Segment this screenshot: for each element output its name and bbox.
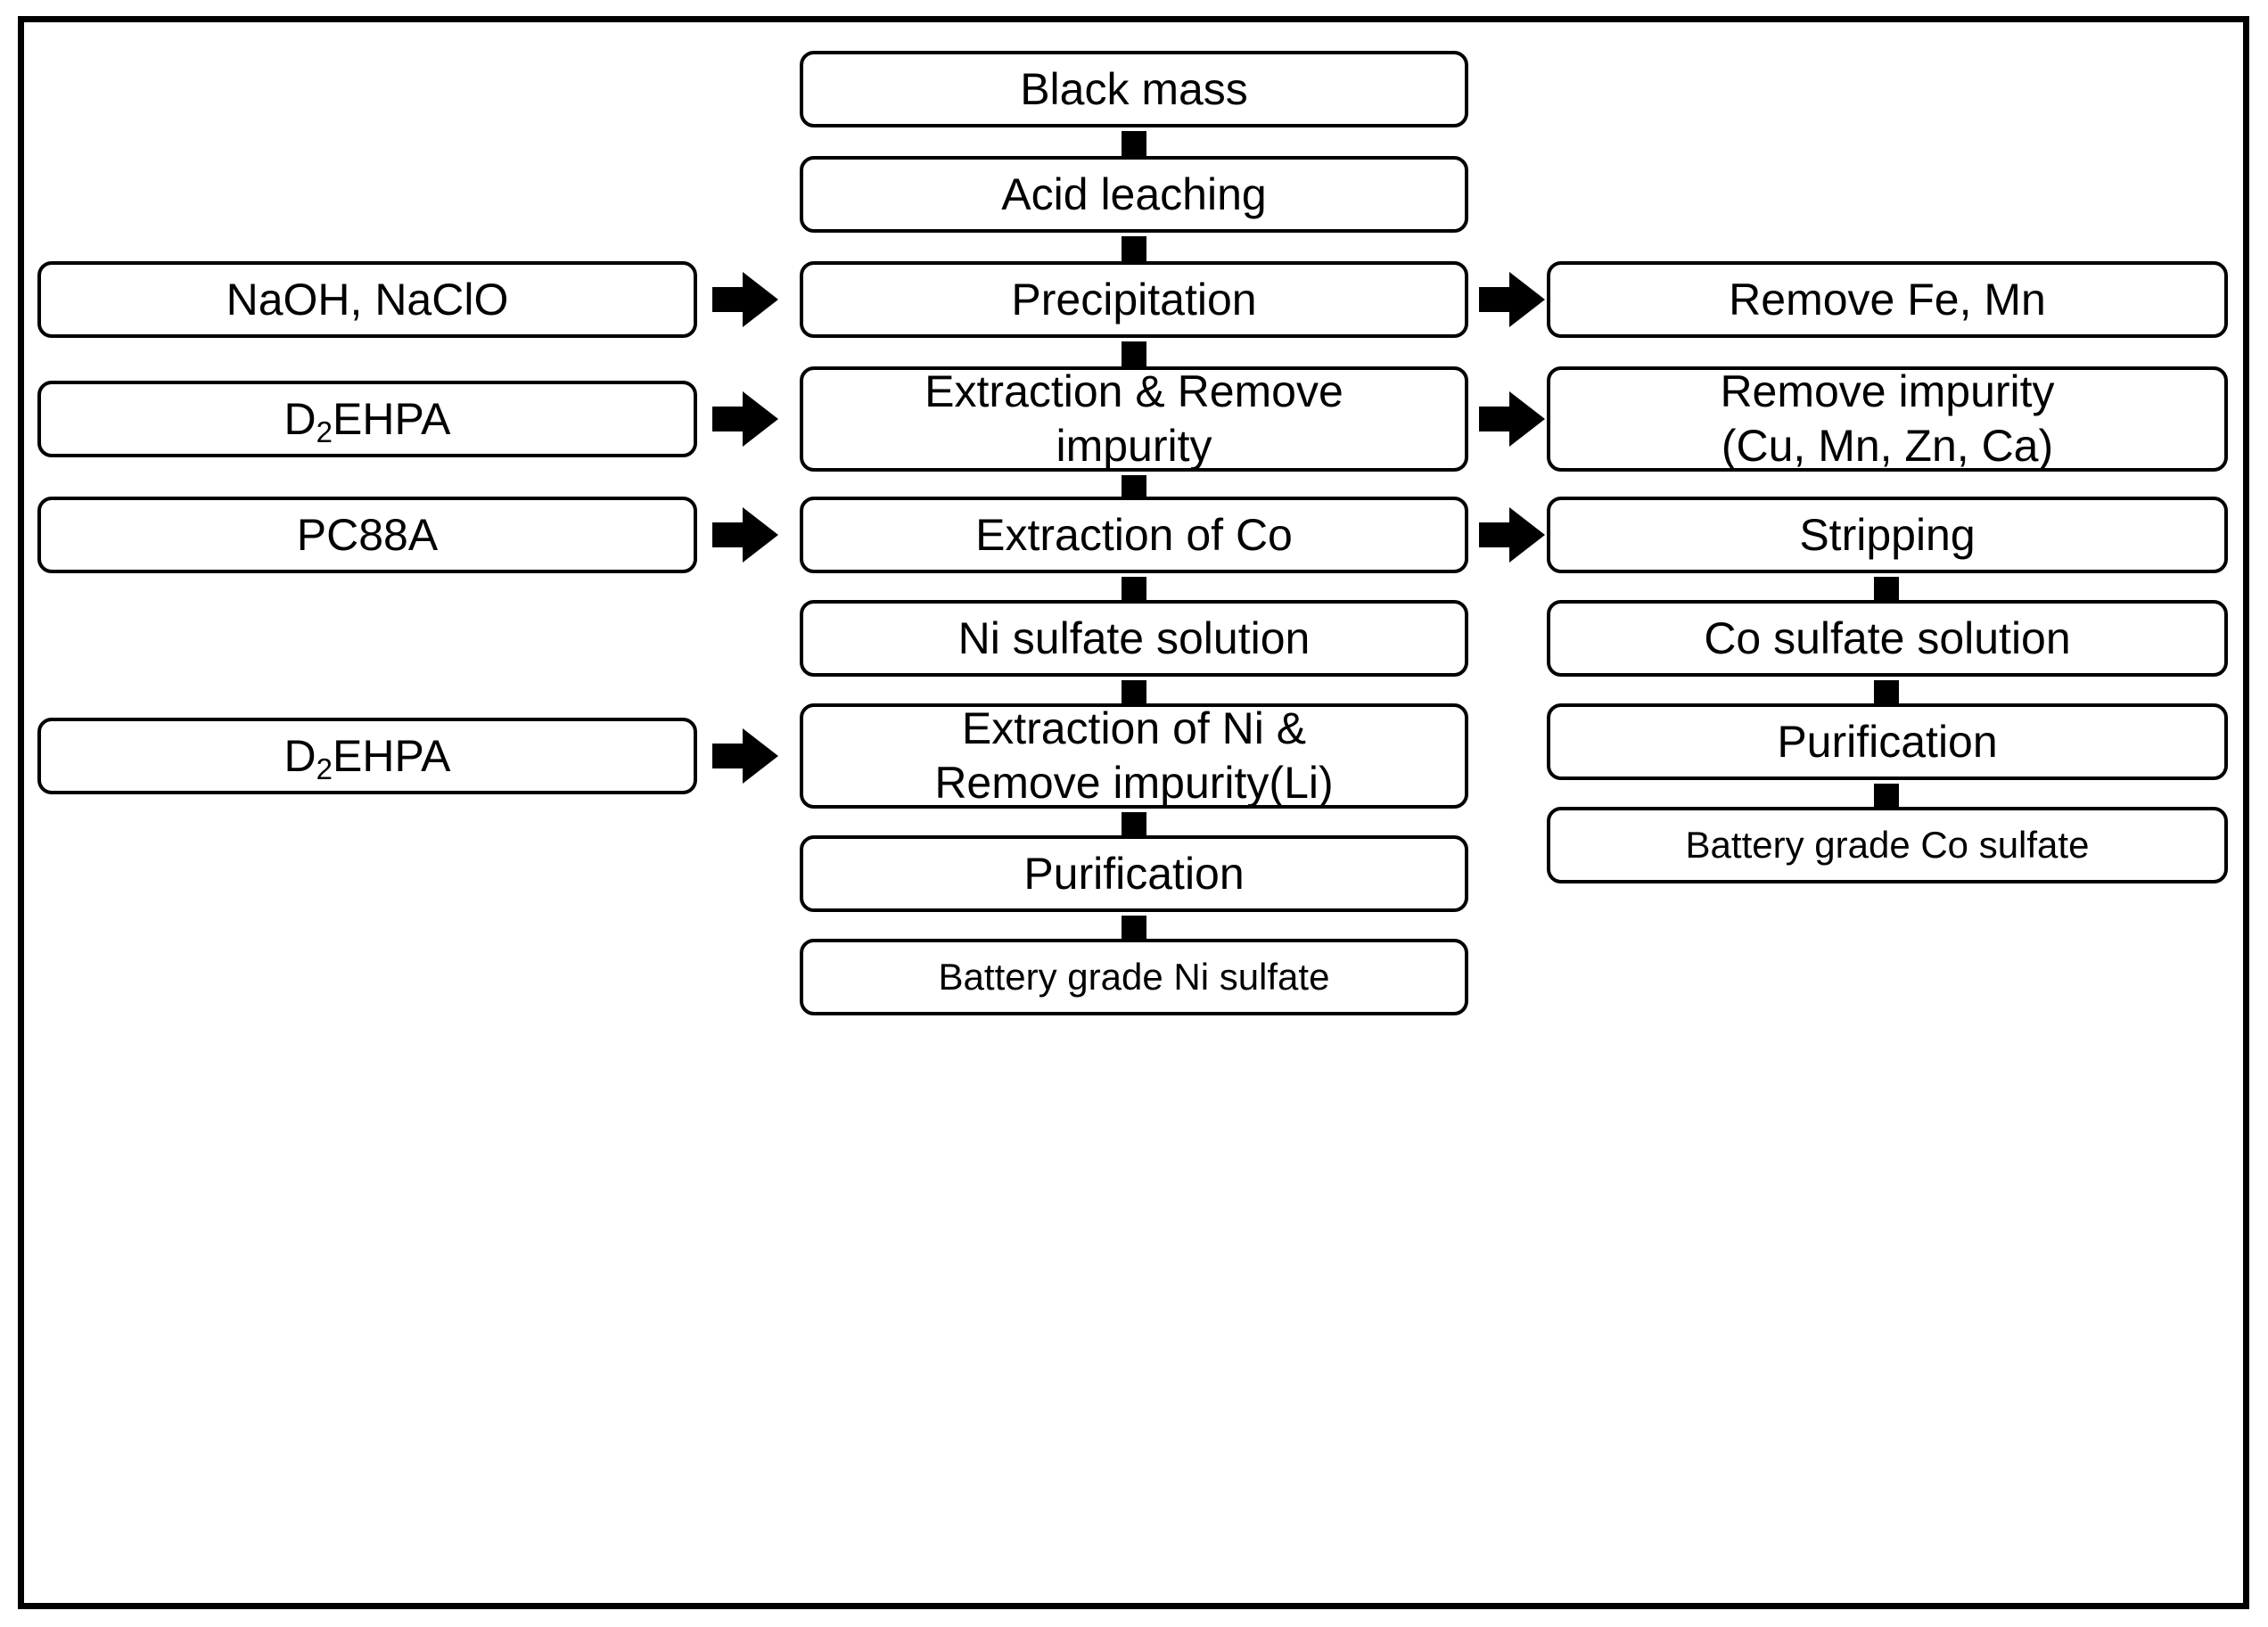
node-precipitation: Precipitation [800,261,1468,338]
node-battery-grade-ni-sulfate: Battery grade Ni sulfate [800,939,1468,1015]
arrow-right-icon [712,391,778,447]
node-extraction-remove-impurity: Extraction & Remove impurity [800,366,1468,472]
arrow-right-icon [712,507,778,563]
node-acid-leaching: Acid leaching [800,156,1468,233]
arrow-right-icon [1479,391,1545,447]
node-purification-ni: Purification [800,835,1468,912]
node-extraction-of-ni: Extraction of Ni & Remove impurity(Li) [800,703,1468,809]
arrow-right-icon [1479,507,1545,563]
arrow-right-icon [712,728,778,784]
diagram-frame: Black mass Acid leaching NaOH, NaClO Pre… [18,16,2249,1609]
node-remove-fe-mn: Remove Fe, Mn [1547,261,2228,338]
node-remove-impurity-metals: Remove impurity (Cu, Mn, Zn, Ca) [1547,366,2228,472]
arrow-right-icon [1479,272,1545,327]
node-battery-grade-co-sulfate: Battery grade Co sulfate [1547,807,2228,883]
node-purification-co: Purification [1547,703,2228,780]
node-extraction-of-co: Extraction of Co [800,497,1468,573]
arrow-right-icon [712,272,778,327]
node-reagent-d2ehpa-2: D2EHPA [37,718,697,794]
node-stripping: Stripping [1547,497,2228,573]
node-reagent-pc88a: PC88A [37,497,697,573]
node-reagent-d2ehpa-1: D2EHPA [37,381,697,457]
node-ni-sulfate-solution: Ni sulfate solution [800,600,1468,677]
node-co-sulfate-solution: Co sulfate solution [1547,600,2228,677]
node-reagent-naoh-naclo: NaOH, NaClO [37,261,697,338]
node-black-mass: Black mass [800,51,1468,127]
